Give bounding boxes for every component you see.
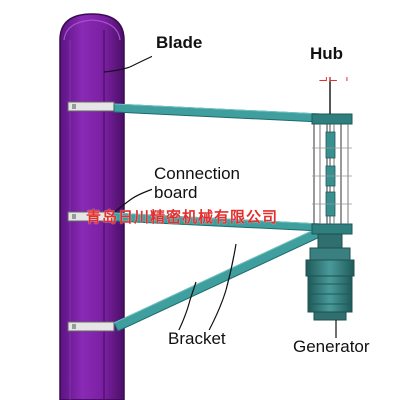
bracket-shape [113,227,323,332]
hub-label: Hub [306,44,354,77]
blade-leader [103,54,156,73]
bracket-leader-left [175,281,197,337]
bracket-leader-right [205,243,237,337]
bracket-label: Bracket [156,329,248,362]
generator-shape [305,233,355,321]
blade-label: Blade [152,33,220,66]
upper-arm [113,103,321,123]
company-watermark: 青岛日川精密机械有限公司 [86,208,279,226]
connection-board-label: Connection board [152,164,264,215]
generator-label: Generator [291,337,383,372]
connection-leader [111,187,157,215]
hub-shape [311,82,353,250]
